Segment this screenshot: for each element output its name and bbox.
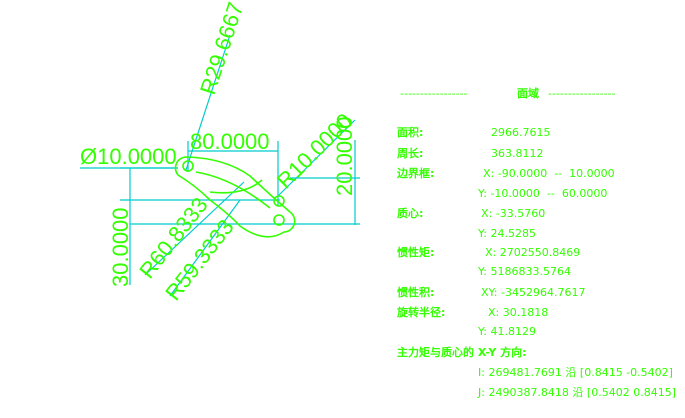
panel-header: 面域 <box>517 87 539 100</box>
moment-label: 惯性矩: <box>397 246 435 259</box>
r29-leader-line <box>185 34 231 171</box>
centroid-label: 质心: <box>397 207 424 220</box>
dim-r29: R29.6667 <box>195 0 248 98</box>
header-dash-left: ----------------- <box>400 87 468 100</box>
centroid-y: Y: 24.5285 <box>478 227 536 240</box>
gyration-y: Y: 41.8129 <box>478 325 536 338</box>
principal-i: I: 269481.7691 沿 [0.8415 -0.5402] <box>478 366 673 379</box>
bbox-label: 边界框: <box>397 167 435 180</box>
dim-dia10: Ø10.0000 <box>80 144 177 169</box>
gyration-x: X: 30.1818 <box>488 306 549 319</box>
part-inner-arc-2 <box>209 179 263 194</box>
dim-v20: 20.0000 <box>332 116 357 196</box>
principal-j: J: 2490387.8418 沿 [0.5402 0.8415] <box>478 386 676 399</box>
bbox-y: Y: -10.0000 -- 60.0000 <box>478 187 608 200</box>
perimeter-label: 周长: <box>397 147 424 160</box>
part-outline <box>174 156 296 238</box>
perimeter-value: 363.8112 <box>491 147 544 160</box>
dim-v30: 30.0000 <box>108 207 133 287</box>
dim-len80: 80.0000 <box>190 129 270 154</box>
principal-label: 主力矩与质心的 X-Y 方向: <box>397 346 527 359</box>
product-label: 惯性积: <box>397 286 435 299</box>
right-hole-boss <box>273 214 285 226</box>
area-value: 2966.7615 <box>491 126 551 139</box>
r59-leader <box>169 199 241 297</box>
header-dash-right: ----------------- <box>548 87 616 100</box>
part-geometry <box>174 156 296 238</box>
centroid-x: X: -33.5760 <box>481 207 546 220</box>
gyration-label: 旋转半径: <box>397 306 446 319</box>
product-xy: XY: -3452964.7617 <box>481 286 586 299</box>
right-hole <box>273 195 285 207</box>
bbox-x: X: -90.0000 -- 10.0000 <box>483 167 615 180</box>
left-hole <box>182 160 194 172</box>
moment-y: Y: 5186833.5764 <box>478 265 571 278</box>
r10-leader <box>277 119 356 197</box>
r60-leader <box>144 181 245 276</box>
dimension-lines <box>80 34 360 297</box>
moment-x: X: 2702550.8469 <box>485 246 581 259</box>
area-label: 面积: <box>397 126 424 139</box>
part-inner-arc <box>195 171 271 209</box>
